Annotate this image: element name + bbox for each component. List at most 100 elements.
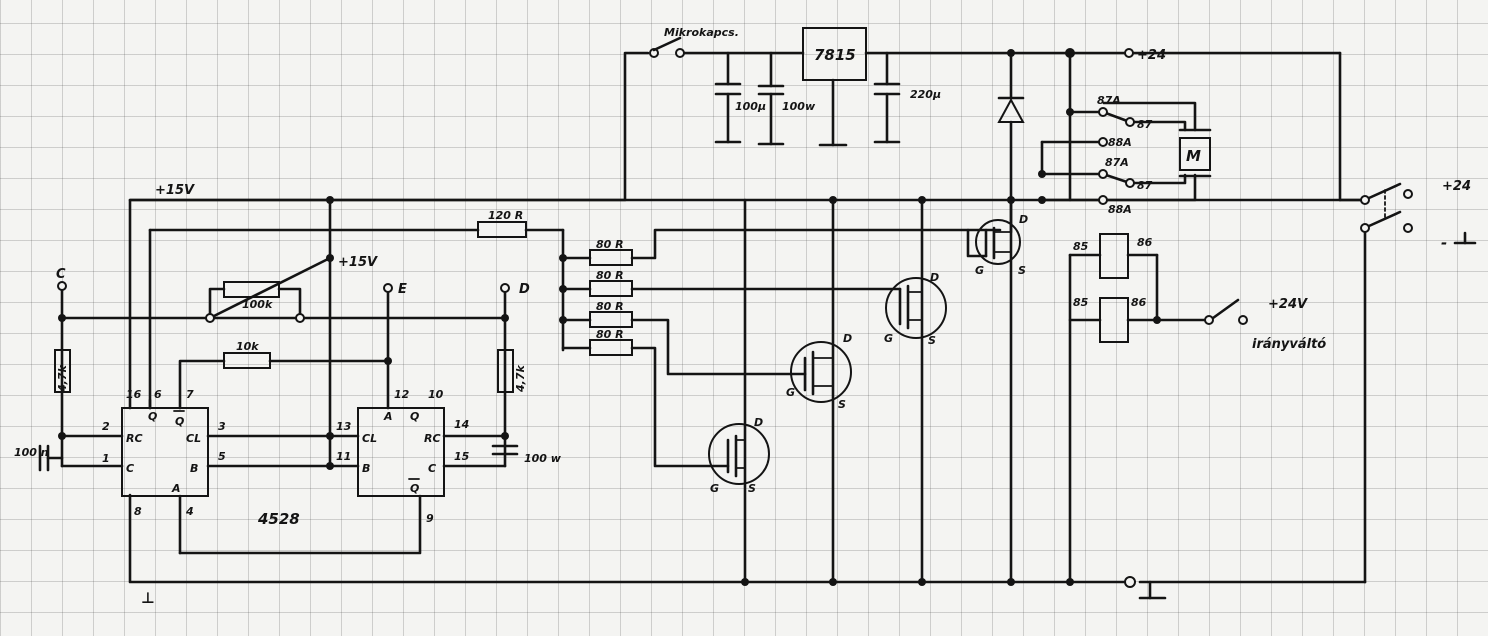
- relay-coil-2: [1068, 297, 1207, 343]
- cap-label: 220μ: [910, 88, 941, 101]
- relay-terminal: [1098, 195, 1108, 205]
- junction: [384, 357, 392, 365]
- pin-label: 2: [102, 420, 110, 433]
- junction: [918, 578, 926, 586]
- mosfet-drain-label: D: [1019, 213, 1028, 226]
- ground-rail: [128, 230, 1367, 584]
- pin-label: 9: [426, 512, 434, 525]
- micro-switch-label: Mikrokapcs.: [664, 26, 739, 39]
- pin-label: 1: [102, 452, 110, 465]
- resistor-label: 80 R: [596, 269, 624, 282]
- relay-terminal: [1098, 137, 1108, 147]
- junction: [741, 578, 749, 586]
- junction: [501, 432, 509, 440]
- pin-name: CL: [362, 432, 377, 445]
- pin-name: CL: [186, 432, 201, 445]
- switch-terminal: [1403, 223, 1413, 233]
- mosfet-drain-label: D: [843, 332, 852, 345]
- mosfet-source-label: S: [1018, 264, 1026, 277]
- junction: [559, 316, 567, 324]
- pin-label: 7: [186, 388, 194, 401]
- micro-switch-blade: [652, 36, 682, 52]
- pin-label: 8: [134, 505, 142, 518]
- mosfet-drain-label: D: [754, 416, 763, 429]
- pin-name: Q: [148, 410, 157, 423]
- junction: [918, 196, 926, 204]
- relay-label: 88A: [1108, 136, 1132, 149]
- mosfet-3: [790, 198, 852, 584]
- cap-label: 100w: [782, 100, 816, 113]
- pin-name: A: [171, 482, 181, 495]
- resistor-label: 80 R: [596, 300, 624, 313]
- node-c-label: C: [56, 267, 66, 282]
- relay-label: 88A: [1108, 203, 1132, 216]
- junction: [1066, 578, 1074, 586]
- ground-terminal: [1124, 576, 1136, 588]
- switch-terminal: [1238, 315, 1248, 325]
- node-e-terminal: [383, 283, 393, 293]
- pin-name: C: [428, 462, 436, 475]
- motor-icon: [1178, 128, 1212, 178]
- regulator-label: 7815: [814, 46, 856, 64]
- resistor-4k7-left: [54, 349, 71, 393]
- pin-label: 5: [218, 450, 226, 463]
- resistor-label: 80 R: [596, 238, 624, 251]
- pin-name: Q: [410, 482, 419, 495]
- regulator-7815: [802, 27, 867, 81]
- relay-label: 87: [1137, 118, 1153, 131]
- junction: [1038, 196, 1046, 204]
- junction: [1007, 196, 1015, 204]
- junction: [1038, 170, 1046, 178]
- relay-label: 87A: [1105, 156, 1129, 169]
- mosfet-source-label: S: [838, 398, 846, 411]
- pin-label: 11: [336, 450, 351, 463]
- switch-voltage-label: +24V: [1268, 297, 1308, 312]
- switch-terminal: [675, 48, 685, 58]
- resistor-10k: [178, 352, 390, 410]
- junction: [1007, 578, 1015, 586]
- capacitor-100n-right: [491, 444, 519, 456]
- relay-label: 87: [1137, 179, 1153, 192]
- potentiometer-100k: [208, 256, 332, 320]
- minus-label: -: [1441, 234, 1447, 252]
- pin-name: RC: [424, 432, 441, 445]
- junction: [1007, 49, 1015, 57]
- terminal: [1124, 48, 1134, 58]
- pin-name: C: [126, 462, 134, 475]
- resistor-label: 4,7k: [56, 365, 69, 393]
- terminal: [205, 313, 215, 323]
- capacitor-100u: [714, 51, 742, 144]
- plus24-top-label: +24: [1137, 48, 1166, 63]
- relay-coil-1: [1068, 233, 1159, 584]
- relay-label: 87A: [1097, 94, 1121, 107]
- mosfet-2: [885, 198, 947, 584]
- junction: [501, 314, 509, 322]
- plus24-right-label: +24: [1442, 179, 1471, 194]
- mosfet-gate-label: G: [710, 482, 719, 495]
- junction: [559, 254, 567, 262]
- resistor-80r-3: [561, 311, 807, 376]
- resistor-80r-4: [561, 339, 730, 468]
- junction: [1153, 316, 1161, 324]
- capacitor-100n: [757, 51, 785, 146]
- switch-terminal: [1360, 223, 1370, 233]
- switch-terminal: [1360, 195, 1370, 205]
- switch-terminal: [1204, 315, 1214, 325]
- resistor-label: 120 R: [488, 209, 523, 222]
- left-ground-label: ⊥: [141, 589, 155, 607]
- junction: [1065, 48, 1075, 58]
- relay-terminal: [1098, 169, 1108, 179]
- mosfet-4: [708, 198, 770, 584]
- chip-label: 4528: [257, 510, 300, 528]
- relay-contacts: [1040, 51, 1197, 202]
- pin-name: B: [190, 462, 198, 475]
- mosfet-gate-label: G: [786, 386, 795, 399]
- pin-label: 10: [428, 388, 444, 401]
- relay-terminal: [1098, 107, 1108, 117]
- node-e-label: E: [398, 282, 407, 297]
- direction-switch-label: irányváltó: [1252, 337, 1326, 352]
- coil-label: 86: [1137, 236, 1153, 249]
- cap-label: 100μ: [735, 100, 766, 113]
- junction: [829, 578, 837, 586]
